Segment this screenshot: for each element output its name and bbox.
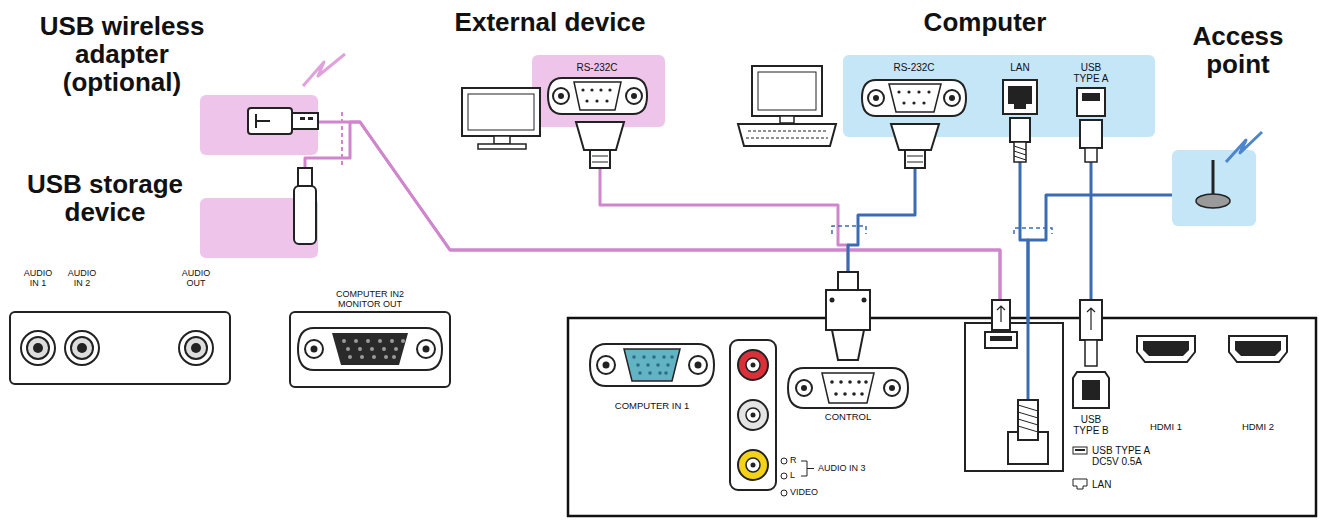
- device-heading: USB storage device: [5, 170, 205, 226]
- text-slot: LAN: [998, 62, 1042, 73]
- text-slot: Computer: [875, 8, 1095, 36]
- text-slot: Access point: [1168, 22, 1308, 78]
- text-slot: R: [790, 455, 804, 465]
- text-slot: USB TYPE A DC5V 0.5A: [1092, 445, 1158, 467]
- text-slot: AUDIO OUT: [178, 268, 214, 288]
- text-slot: L: [790, 470, 804, 480]
- text-slot: AUDIO IN 3: [818, 463, 888, 473]
- port-label: LAN: [998, 62, 1042, 73]
- port-legend-text: USB TYPE A DC5V 0.5A: [1092, 445, 1158, 467]
- port-label: COMPUTER IN 1: [602, 400, 702, 411]
- port-label: VIDEO: [790, 487, 840, 497]
- cable-connector: [318, 122, 1000, 322]
- text-slot: External device: [420, 8, 680, 36]
- cable-connector: [305, 122, 1000, 322]
- port-legend-text: LAN: [1092, 479, 1132, 490]
- text-slot: USB storage device: [5, 170, 205, 226]
- port-label: AUDIO IN 2: [64, 268, 100, 288]
- port-label: CONTROL: [785, 411, 911, 422]
- text-slot: AUDIO IN 1: [20, 268, 56, 288]
- port-label: AUDIO IN 3: [818, 463, 888, 473]
- cable-connector: [600, 121, 848, 360]
- text-slot: USB wireless adapter (optional): [22, 12, 222, 96]
- port-label: RS-232C: [858, 62, 970, 73]
- text-slot: COMPUTER IN2 MONITOR OUT: [320, 289, 420, 309]
- port-label: L: [790, 470, 804, 480]
- text-slot: AUDIO IN 2: [64, 268, 100, 288]
- port-label: HDMI 2: [1228, 421, 1288, 432]
- text-slot: VIDEO: [790, 487, 840, 497]
- port-label: RS-232C: [547, 62, 647, 73]
- device-heading: Computer: [875, 8, 1095, 36]
- text-slot: CONTROL: [785, 411, 911, 422]
- usb-port: USB TYPE B: [1063, 366, 1119, 440]
- port-label: USB TYPE A: [1071, 62, 1111, 84]
- text-slot: RS-232C: [547, 62, 647, 73]
- device-heading: Access point: [1168, 22, 1308, 78]
- port-label: AUDIO IN 1: [20, 268, 56, 288]
- device-heading: USB wireless adapter (optional): [22, 12, 222, 96]
- text-slot: USB TYPE B: [1071, 414, 1111, 436]
- port-label: R: [790, 455, 804, 465]
- port-label: COMPUTER IN2 MONITOR OUT: [320, 289, 420, 309]
- text-slot: COMPUTER IN 1: [602, 400, 702, 411]
- port-label: USB TYPE B: [1071, 414, 1111, 436]
- port-label: HDMI 1: [1136, 421, 1196, 432]
- text-slot: USB TYPE A: [1071, 62, 1111, 84]
- text-slot: LAN: [1092, 479, 1132, 490]
- text-slot: RS-232C: [858, 62, 970, 73]
- text-slot: HDMI 1: [1136, 421, 1196, 432]
- port-label: AUDIO OUT: [178, 268, 214, 288]
- device-heading: External device: [420, 8, 680, 36]
- text-slot: HDMI 2: [1228, 421, 1288, 432]
- control-port: CONTROL: [785, 360, 911, 426]
